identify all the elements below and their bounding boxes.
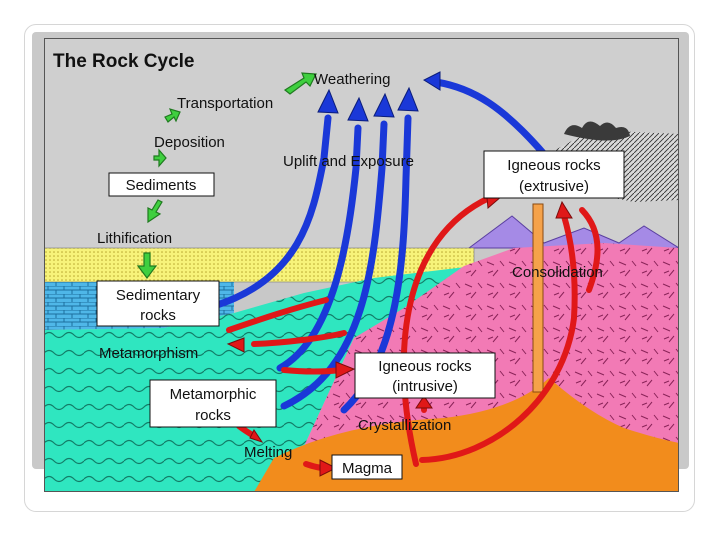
eruption-cloud: [564, 121, 630, 141]
label-transportation: Transportation: [177, 95, 273, 112]
green-arrows: [136, 72, 317, 279]
igneous-intrusive-line1: Igneous rocks: [378, 358, 471, 375]
volcano-conduit: [532, 203, 544, 393]
blue-arrowheads: [317, 71, 441, 122]
label-lithification: Lithification: [97, 230, 172, 247]
rock-cycle-diagram: The Rock Cycle Weathering Transportation…: [44, 38, 679, 492]
page-title: The Rock Cycle: [53, 51, 195, 72]
metamorphic-line1: Metamorphic: [170, 386, 257, 403]
red-arrows: [226, 195, 601, 471]
igneous-extrusive-line2: (extrusive): [519, 178, 589, 195]
sedimentary-box: Sedimentary rocks: [96, 280, 220, 327]
sedimentary-line2: rocks: [140, 307, 176, 324]
sediments-label: Sediments: [126, 177, 197, 194]
label-uplift: Uplift and Exposure: [283, 153, 414, 170]
metamorphic-line2: rocks: [195, 407, 231, 424]
magma-box: Magma: [331, 454, 403, 480]
label-weathering: Weathering: [314, 71, 390, 88]
label-deposition: Deposition: [154, 134, 225, 151]
igneous-extrusive-box: Igneous rocks (extrusive): [483, 150, 625, 199]
sediments-box: Sediments: [108, 172, 215, 197]
magma-label: Magma: [342, 460, 393, 477]
label-consolidation: Consolidation: [512, 264, 603, 281]
sedimentary-line1: Sedimentary: [116, 287, 201, 304]
igneous-intrusive-box: Igneous rocks (intrusive): [354, 352, 496, 399]
igneous-intrusive-line2: (intrusive): [392, 378, 458, 395]
label-metamorphism: Metamorphism: [99, 345, 198, 362]
metamorphic-box: Metamorphic rocks: [149, 379, 277, 428]
label-melting: Melting: [244, 444, 292, 461]
label-crystallization: Crystallization: [358, 417, 451, 434]
igneous-extrusive-line1: Igneous rocks: [507, 157, 600, 174]
purple-mountains: [467, 215, 679, 249]
